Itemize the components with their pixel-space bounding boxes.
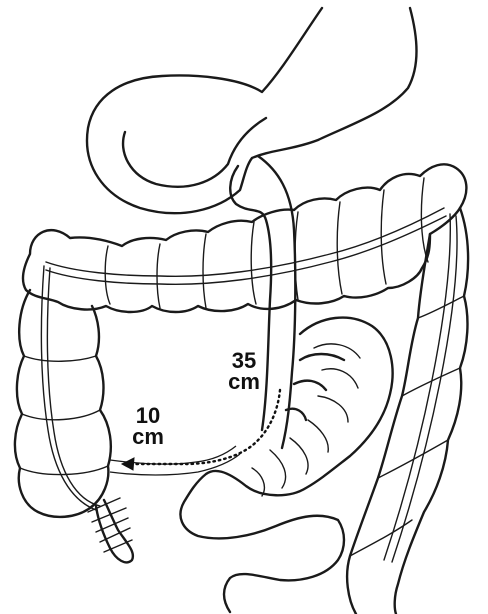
colon-haustra-lines (105, 178, 428, 308)
stomach (87, 8, 416, 213)
label-35-cm: 35 cm (218, 350, 270, 392)
appendix (96, 500, 133, 562)
label-10-value: 10 (122, 405, 174, 426)
appendix-hatching (88, 498, 132, 552)
small-intestine-inner (286, 354, 344, 420)
label-35-unit: cm (218, 371, 270, 392)
duodenum-outer (258, 156, 295, 448)
ascending-colon-haustra (20, 356, 108, 475)
arrow-left-icon (122, 458, 134, 470)
ascending-colon (15, 290, 111, 517)
label-10-unit: cm (122, 426, 174, 447)
descending-colon-haustra (350, 296, 464, 556)
label-35-value: 35 (218, 350, 270, 371)
descending-colon (347, 234, 430, 614)
colon-tube-ascending (41, 266, 100, 510)
colon-tube-path (46, 208, 446, 284)
label-10-cm: 10 cm (122, 405, 174, 447)
small-intestine (180, 318, 392, 612)
colon-tube-descending (384, 214, 457, 562)
descending-colon-outer (395, 208, 468, 614)
